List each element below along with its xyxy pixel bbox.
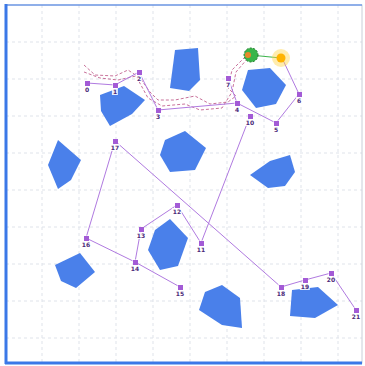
waypoint-number: 13 bbox=[136, 232, 146, 239]
path-segment bbox=[138, 263, 178, 285]
waypoint-number: 7 bbox=[225, 81, 231, 88]
path-segment bbox=[278, 97, 297, 121]
path-segment bbox=[161, 103, 235, 110]
waypoint: 4 bbox=[235, 101, 240, 106]
waypoint-number: 10 bbox=[245, 119, 255, 126]
waypoint: 12 bbox=[175, 203, 180, 208]
robot bbox=[244, 48, 258, 62]
waypoint-number: 4 bbox=[234, 106, 240, 113]
waypoint: 3 bbox=[156, 108, 161, 113]
waypoint-number: 19 bbox=[300, 283, 310, 290]
waypoint-number: 11 bbox=[196, 246, 206, 253]
path-segment bbox=[87, 144, 115, 236]
map-border bbox=[5, 4, 8, 364]
map-border bbox=[5, 362, 362, 365]
path-segment bbox=[202, 119, 249, 241]
traveled-path bbox=[84, 56, 248, 110]
waypoint: 21 bbox=[354, 308, 359, 313]
waypoint: 17 bbox=[113, 139, 118, 144]
waypoint: 16 bbox=[84, 236, 89, 241]
waypoint: 11 bbox=[199, 241, 204, 246]
waypoint: 15 bbox=[178, 285, 183, 290]
waypoint-number: 2 bbox=[136, 75, 142, 82]
goal-marker bbox=[277, 54, 286, 63]
path-segment bbox=[89, 239, 133, 261]
waypoint: 10 bbox=[248, 114, 253, 119]
waypoint-number: 21 bbox=[351, 313, 361, 320]
waypoint: 2 bbox=[137, 70, 142, 75]
obstacles bbox=[48, 48, 338, 328]
waypoint: 20 bbox=[329, 271, 334, 276]
waypoint-number: 3 bbox=[155, 113, 161, 120]
waypoint-number: 14 bbox=[130, 265, 140, 272]
waypoint-number: 17 bbox=[110, 144, 120, 151]
waypoint-number: 16 bbox=[81, 241, 91, 248]
grid bbox=[6, 5, 362, 363]
waypoint-number: 20 bbox=[326, 276, 336, 283]
path-segment bbox=[90, 83, 113, 85]
waypoint: 19 bbox=[303, 278, 308, 283]
waypoint-number: 15 bbox=[175, 290, 185, 297]
path-segment bbox=[140, 75, 157, 108]
waypoint: 6 bbox=[297, 92, 302, 97]
path-segment bbox=[118, 73, 137, 83]
map-border bbox=[6, 5, 362, 6]
waypoint: 1 bbox=[113, 83, 118, 88]
waypoint: 0 bbox=[85, 81, 90, 86]
waypoint-number: 5 bbox=[273, 126, 279, 133]
goal-glow bbox=[272, 49, 290, 67]
waypoint-number: 6 bbox=[296, 97, 302, 104]
waypoint: 18 bbox=[279, 285, 284, 290]
waypoint: 5 bbox=[274, 121, 279, 126]
waypoint-number: 0 bbox=[84, 86, 90, 93]
robot-core bbox=[245, 52, 251, 58]
waypoint: 7 bbox=[226, 76, 231, 81]
path-segment bbox=[118, 143, 279, 285]
waypoint-number: 1 bbox=[112, 88, 118, 95]
waypoint-number: 18 bbox=[276, 290, 286, 297]
waypoint-number: 12 bbox=[172, 208, 182, 215]
path-segment bbox=[144, 207, 175, 228]
waypoint: 13 bbox=[139, 227, 144, 232]
map-frame bbox=[6, 5, 362, 363]
waypoint: 14 bbox=[133, 260, 138, 265]
robot-outline bbox=[244, 48, 258, 62]
